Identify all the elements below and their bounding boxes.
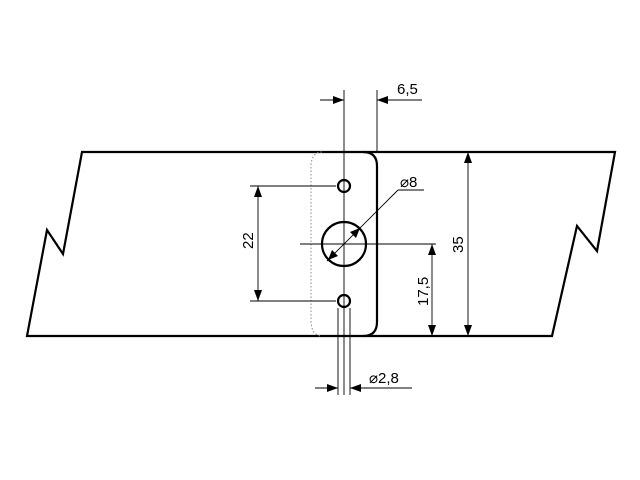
total-height-label: 35 xyxy=(450,236,467,253)
small-hole-arrow-right xyxy=(350,384,361,392)
diameter-8-leader xyxy=(326,189,399,262)
center-height-arrow-bottom xyxy=(428,325,436,336)
small-hole-arrow-left xyxy=(327,384,338,392)
offset-arrow-left xyxy=(333,96,344,104)
diameter-8-arrow-a xyxy=(328,250,338,260)
diameter-8-label: ⌀8 xyxy=(400,174,417,191)
plate-hidden-edge xyxy=(310,151,323,337)
small-hole-label: ⌀2,8 xyxy=(369,370,399,387)
total-height-arrow-top xyxy=(464,152,472,163)
center-height-label: 17,5 xyxy=(415,277,432,306)
spacing-label: 22 xyxy=(240,232,257,249)
top-small-hole xyxy=(336,178,352,194)
large-hole xyxy=(320,220,368,268)
diameter-8-arrow-b xyxy=(350,228,360,238)
spacing-arrow-bottom xyxy=(254,290,262,301)
board-outline xyxy=(25,150,617,338)
center-height-arrow-top xyxy=(428,244,436,255)
offset-arrow-right xyxy=(377,96,388,104)
bottom-small-hole xyxy=(336,293,352,309)
total-height-arrow-bottom xyxy=(464,325,472,336)
offset-label: 6,5 xyxy=(397,81,418,98)
spacing-arrow-top xyxy=(254,186,262,197)
